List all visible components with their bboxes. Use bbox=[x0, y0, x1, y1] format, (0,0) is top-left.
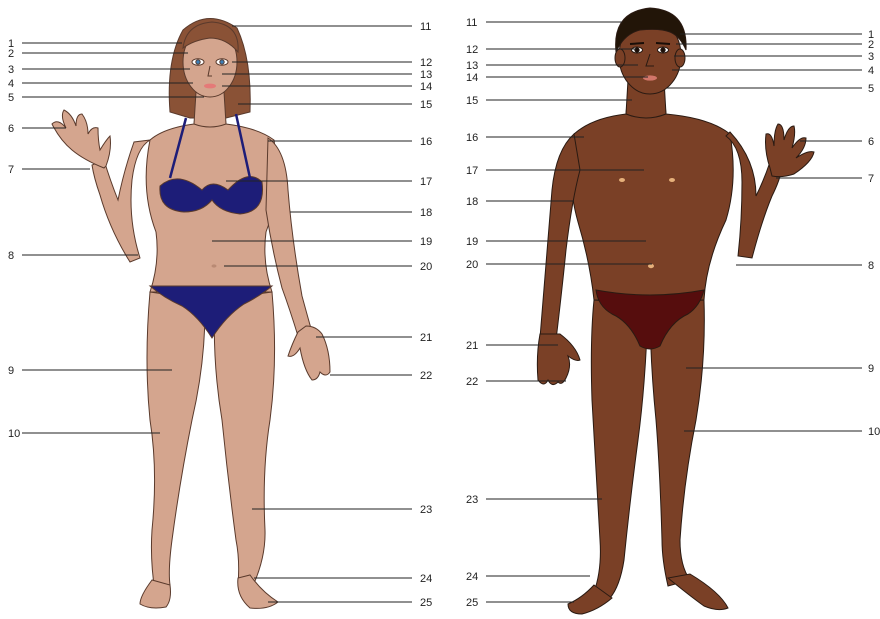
part-number-label: 5 bbox=[8, 92, 14, 104]
female-right-leg bbox=[214, 292, 274, 592]
male-right-foot bbox=[668, 574, 728, 610]
part-number-label: 6 bbox=[868, 136, 874, 148]
part-number-label: 4 bbox=[868, 65, 874, 77]
part-number-label: 16 bbox=[420, 136, 432, 148]
part-number-label: 12 bbox=[466, 44, 478, 56]
female-right-foot bbox=[238, 575, 278, 608]
male-nipple-left bbox=[619, 178, 625, 182]
part-number-label: 18 bbox=[466, 196, 478, 208]
part-number-label: 8 bbox=[868, 260, 874, 272]
female-figure bbox=[52, 18, 330, 608]
part-number-label: 22 bbox=[466, 376, 478, 388]
part-number-label: 2 bbox=[8, 48, 14, 60]
part-number-label: 3 bbox=[8, 64, 14, 76]
female-navel bbox=[212, 264, 217, 267]
part-number-label: 11 bbox=[420, 21, 431, 33]
female-left-leg bbox=[147, 292, 205, 592]
part-number-label: 7 bbox=[868, 173, 874, 185]
female-left-foot bbox=[140, 580, 171, 608]
part-number-label: 2 bbox=[868, 39, 874, 51]
male-nipple-right bbox=[669, 178, 675, 182]
male-right-ear bbox=[675, 49, 685, 67]
part-number-label: 3 bbox=[868, 51, 874, 63]
part-number-label: 19 bbox=[420, 236, 432, 248]
part-number-label: 8 bbox=[8, 250, 14, 262]
part-number-label: 19 bbox=[466, 236, 478, 248]
part-number-label: 13 bbox=[420, 69, 432, 81]
male-torso bbox=[571, 94, 733, 300]
female-right-hand bbox=[288, 326, 330, 380]
part-number-label: 9 bbox=[8, 365, 14, 377]
part-number-label: 16 bbox=[466, 132, 478, 144]
part-number-label: 13 bbox=[466, 60, 478, 72]
part-number-label: 15 bbox=[466, 95, 478, 107]
part-number-label: 14 bbox=[420, 81, 432, 93]
male-left-arm bbox=[540, 134, 580, 340]
male-mouth bbox=[643, 75, 657, 80]
part-number-label: 23 bbox=[420, 504, 432, 516]
female-raised-hand bbox=[52, 110, 111, 168]
male-raised-hand bbox=[766, 124, 815, 177]
female-mouth bbox=[204, 84, 216, 89]
part-number-label: 22 bbox=[420, 370, 432, 382]
part-number-label: 5 bbox=[868, 83, 874, 95]
male-figure bbox=[537, 8, 814, 614]
part-number-label: 21 bbox=[420, 332, 432, 344]
part-number-label: 24 bbox=[420, 573, 432, 585]
part-number-label: 18 bbox=[420, 207, 432, 219]
part-number-label: 23 bbox=[466, 494, 478, 506]
part-number-label: 11 bbox=[466, 17, 477, 29]
part-number-label: 6 bbox=[8, 123, 14, 135]
part-number-label: 9 bbox=[868, 363, 874, 375]
part-number-label: 4 bbox=[8, 78, 14, 90]
part-number-label: 20 bbox=[420, 261, 432, 273]
part-number-label: 17 bbox=[466, 165, 478, 177]
part-number-label: 20 bbox=[466, 259, 478, 271]
part-number-label: 24 bbox=[466, 571, 478, 583]
part-number-label: 7 bbox=[8, 164, 14, 176]
part-number-label: 17 bbox=[420, 176, 432, 188]
part-number-label: 25 bbox=[420, 597, 432, 609]
part-number-label: 15 bbox=[420, 99, 432, 111]
part-number-label: 21 bbox=[466, 340, 478, 352]
part-number-label: 25 bbox=[466, 597, 478, 609]
part-number-label: 12 bbox=[420, 57, 432, 69]
part-number-label: 10 bbox=[8, 428, 20, 440]
part-number-label: 10 bbox=[868, 426, 880, 438]
part-number-label: 14 bbox=[466, 72, 478, 84]
male-left-hand bbox=[537, 334, 580, 385]
